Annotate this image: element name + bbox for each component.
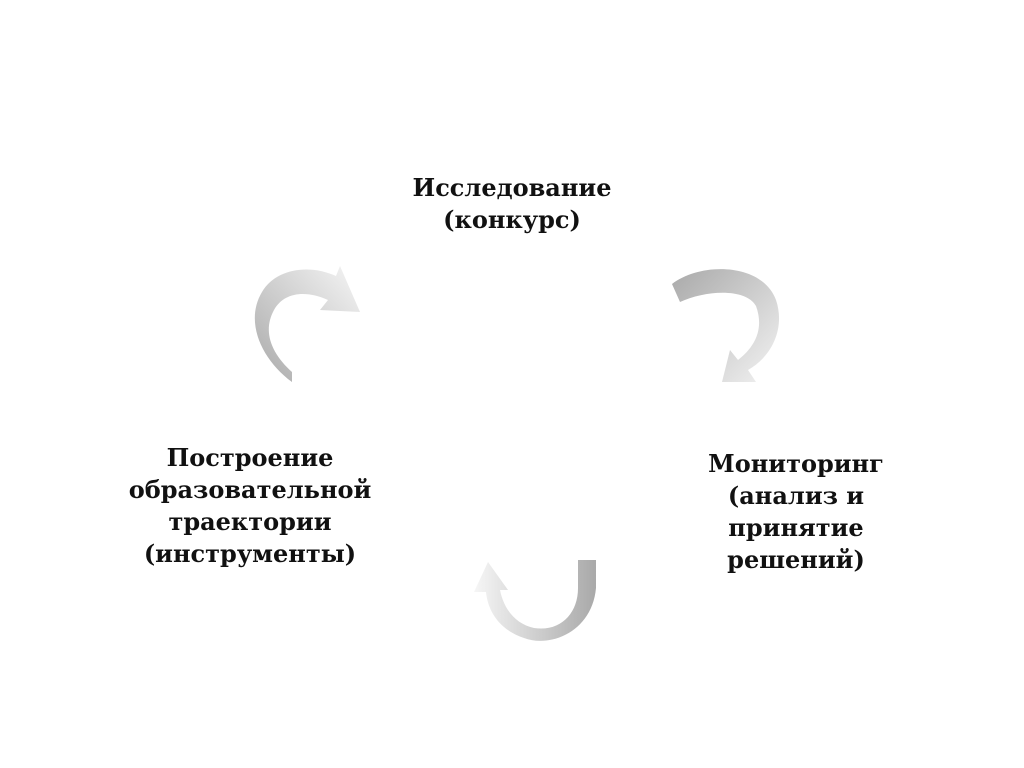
- node-trajectory-line-1: Построение: [166, 443, 334, 472]
- node-monitoring-line-3: принятие: [728, 513, 864, 542]
- arrow-trajectory-to-research: [254, 266, 360, 382]
- node-research-line-1: Исследование: [412, 173, 612, 202]
- node-trajectory-line-3: траектории: [168, 507, 332, 536]
- node-monitoring-line-2: (анализ и: [727, 481, 865, 510]
- node-monitoring: Мониторинг (анализ и принятие решений): [680, 448, 912, 576]
- node-monitoring-line-1: Мониторинг: [708, 449, 884, 478]
- node-research: Исследование (конкурс): [364, 172, 660, 236]
- node-monitoring-line-4: решений): [727, 545, 865, 574]
- arrow-research-to-monitoring: [672, 269, 780, 382]
- node-trajectory-line-2: образовательной: [128, 475, 372, 504]
- node-trajectory: Построение образовательной траектории (и…: [96, 442, 404, 570]
- node-trajectory-line-4: (инструменты): [143, 539, 357, 568]
- arrow-monitoring-to-trajectory: [474, 560, 596, 641]
- node-research-line-2: (конкурс): [443, 205, 581, 234]
